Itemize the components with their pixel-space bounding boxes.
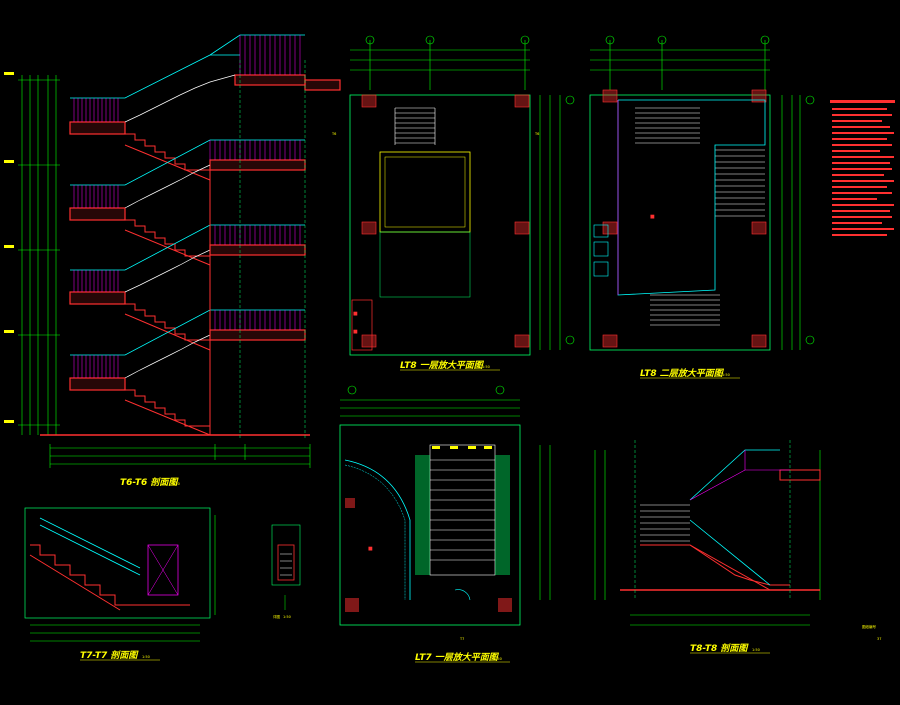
t6-handrails [70,34,305,356]
lt8-2-scale: 1:50 [722,373,730,377]
lt8-1-columns [361,94,530,348]
lt8-1-walls [351,299,373,351]
detail-title: 详图 [273,614,281,619]
svg-text:■: ■ [368,546,373,552]
lt8-1-stair-treads [394,107,436,145]
sheet-number: 37 [877,637,881,641]
t6-title: T6-T6 剖面图 [120,477,179,488]
lt8-1-scale: 1:50 [482,365,490,369]
lt8-2-title: LT8 二层放大平面图 [640,368,725,379]
t8-stair-treads [640,504,690,542]
lt7-hatching [415,455,510,575]
svg-text:■: ■ [353,329,358,335]
lt8-2-fixtures [593,224,609,277]
corner-note: 图纸编号 [862,624,876,629]
lt7-dimensions [340,399,551,600]
design-notes-lines [832,108,894,236]
svg-text:■: ■ [353,311,358,317]
t7-scale: 1:50 [142,655,150,659]
t7-stair-flight [29,544,190,611]
lt7-title: LT7 一层放大平面图 [415,652,500,663]
t6-section-drawing: T6-T6 剖面图 1:50 [4,34,341,488]
lt8-floor2-plan: ■ LT8 二层放大平面图 1:50 [589,35,815,379]
lt7-columns [345,498,512,612]
lt8-1-section-mark-right: T6 [534,132,539,136]
t7-handrail [39,517,141,576]
t8-stair-flight [640,469,821,591]
t6-upper-flights [124,74,236,379]
lt8-2-grid-bubbles [605,35,815,345]
t6-vertical-dimensions [18,75,60,435]
lt8-2-columns [602,89,767,348]
lt8-1-grid-bubbles [365,35,575,345]
t8-title: T8-T8 剖面图 [690,643,749,654]
t6-scale: 1:50 [172,482,180,486]
t8-dimensions [594,450,821,626]
design-notes [830,100,895,236]
t6-horizontal-dimensions [49,444,311,468]
t7-title: T7-T7 剖面图 [80,650,139,661]
lt8-1-title: LT8 一层放大平面图 [400,360,485,371]
t6-grid-lines [239,60,306,440]
svg-text:■: ■ [650,214,655,220]
t6-dim-text [4,72,14,423]
t6-landings [69,74,341,391]
t7-dimensions [30,515,216,642]
detail-scale: 1:50 [283,615,291,619]
lt8-2-stair-treads [635,107,765,326]
lt8-1-dimensions [350,40,561,350]
t6-stair-flights [124,133,211,436]
small-detail-drawing: 详图 1:50 [271,524,301,619]
lt7-planters [432,446,492,449]
t8-scale: 1:50 [752,648,760,652]
t6-balusters [73,35,301,378]
lt7-section-mark: T7 [459,637,464,641]
lt8-2-dimensions [590,40,801,350]
lt8-floor1-plan: ■ ■ T6 T6 LT8 一层放大平面图 1:50 [331,35,575,371]
lt7-floor1-plan: ■ T7 LT7 一层放大平面图 1:50 [339,385,551,663]
t8-grid-lines [634,440,791,600]
lt7-scale: 1:50 [494,657,502,661]
t7-section-drawing: T7-T7 剖面图 1:50 [24,507,216,661]
t8-section-drawing: T8-T8 剖面图 1:50 [594,440,821,654]
lt8-1-section-mark: T6 [331,132,336,136]
